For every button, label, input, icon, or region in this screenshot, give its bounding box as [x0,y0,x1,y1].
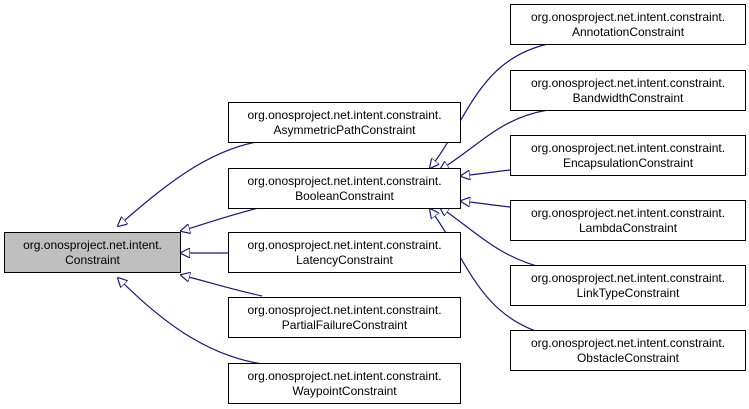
edge-waypoint-to-root [118,278,263,365]
node-waypoint-constraint[interactable]: org.onosproject.net.intent.constraint. W… [228,363,461,404]
node-boolean-constraint[interactable]: org.onosproject.net.intent.constraint. B… [228,168,461,209]
node-obstacle-constraint[interactable]: org.onosproject.net.intent.constraint. O… [510,330,746,371]
node-asymmetric-path-constraint[interactable]: org.onosproject.net.intent.constraint. A… [228,102,461,143]
node-label-class: PartialFailureConstraint [281,317,408,332]
node-label-package: org.onosproject.net.intent.constraint. [247,173,442,188]
edge-bandwidth-to-boolean [440,109,549,170]
edge-partial-to-root [181,275,263,297]
node-label-package: org.onosproject.net.intent.constraint. [247,237,442,252]
node-label-class: LambdaConstraint [578,220,678,235]
node-label-class: WaypointConstraint [292,383,397,398]
node-annotation-constraint[interactable]: org.onosproject.net.intent.constraint. A… [510,4,746,45]
edge-annotation-to-boolean [430,43,549,168]
node-label-class: LinkTypeConstraint [576,285,680,300]
node-lambda-constraint[interactable]: org.onosproject.net.intent.constraint. L… [510,200,746,241]
node-label-package: org.onosproject.net.intent.constraint. [530,75,726,90]
node-encapsulation-constraint[interactable]: org.onosproject.net.intent.constraint. E… [510,135,746,176]
edge-asymmetric-to-root [118,140,263,226]
edge-linktype-to-boolean [440,207,549,270]
node-label-package: org.onosproject.net.intent.constraint. [530,140,726,155]
node-label-package: org.onosproject.net.intent.constraint. [530,270,726,285]
node-label-class: BandwidthConstraint [572,90,684,105]
node-label-class: AsymmetricPathConstraint [273,122,416,137]
node-label-class: ObstacleConstraint [576,350,680,365]
edge-obstacle-to-boolean [430,209,549,336]
node-constraint[interactable]: org.onosproject.net.intent. Constraint [4,232,181,273]
node-bandwidth-constraint[interactable]: org.onosproject.net.intent.constraint. B… [510,70,746,111]
node-label-class: BooleanConstraint [295,188,394,203]
node-latency-constraint[interactable]: org.onosproject.net.intent.constraint. L… [228,232,461,273]
node-label-class: Constraint [65,252,120,267]
node-label-class: EncapsulationConstraint [562,155,694,170]
node-label-package: org.onosproject.net.intent.constraint. [247,107,442,122]
node-label-package: org.onosproject.net.intent.constraint. [247,302,442,317]
node-partial-failure-constraint[interactable]: org.onosproject.net.intent.constraint. P… [228,297,461,338]
node-label-class: LatencyConstraint [296,252,393,267]
node-label-class: AnnotationConstraint [571,24,685,39]
node-label-package: org.onosproject.net.intent.constraint. [530,335,726,350]
node-label-package: org.onosproject.net.intent.constraint. [247,368,442,383]
node-label-package: org.onosproject.net.intent. [23,237,162,252]
edge-lambda-to-boolean [461,201,511,208]
edge-encapsulation-to-boolean [461,169,511,176]
node-label-package: org.onosproject.net.intent.constraint. [530,9,726,24]
node-link-type-constraint[interactable]: org.onosproject.net.intent.constraint. L… [510,265,746,306]
edge-boolean-to-root [181,206,263,231]
node-label-package: org.onosproject.net.intent.constraint. [530,205,726,220]
